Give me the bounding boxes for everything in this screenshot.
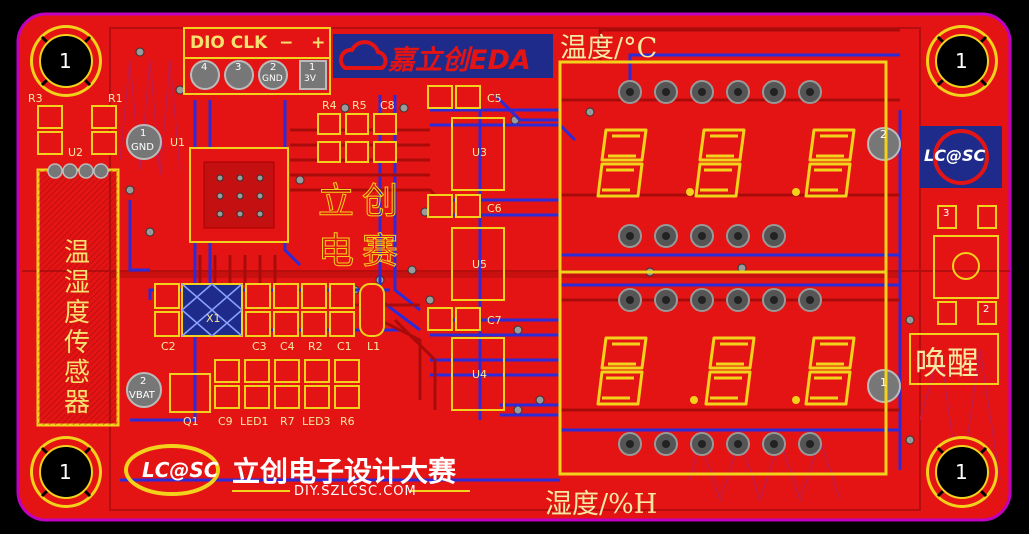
r1-label: R1	[108, 92, 123, 105]
mcu-silk-name: 立创	[317, 181, 407, 223]
r3-label: R3	[28, 92, 43, 105]
mount-hole-tr-label: 1	[955, 49, 968, 73]
c8-label: C8	[380, 99, 395, 112]
vbat-tp-num: 2	[140, 376, 147, 387]
sensor-char-6: 器	[63, 388, 90, 418]
sensor-char-1: 温	[63, 238, 90, 268]
footer-url: DIY.SZLCSC.COM	[294, 484, 417, 499]
crystal-row-pads	[154, 283, 385, 337]
c9-label: C9	[218, 415, 233, 428]
gnd-tp-num: 1	[140, 128, 147, 139]
sensor-char-4: 传	[63, 328, 90, 358]
header-connector	[183, 27, 331, 95]
right-testpoint-bottom	[867, 369, 901, 403]
q1-outline	[169, 373, 211, 413]
driver-ics	[451, 117, 505, 411]
switch-pin-2-label: 2	[983, 304, 990, 315]
footer-title: 立创电子设计大赛	[232, 455, 457, 488]
r2-label: R2	[308, 340, 323, 353]
mount-hole-bl-label: 1	[59, 460, 72, 484]
sensor-char-3: 度	[63, 298, 90, 328]
mount-hole-tr	[926, 25, 998, 97]
header-title: DIO CLK − +	[190, 33, 326, 53]
wake-switch-button[interactable]	[952, 252, 980, 280]
led3-label: LED3	[302, 415, 331, 428]
c6-label: C6	[487, 202, 502, 215]
u5-label: U5	[472, 258, 488, 271]
wake-label: 唤醒	[915, 344, 980, 382]
hum-decimal-dots	[690, 396, 800, 404]
u2-label: U2	[68, 146, 84, 159]
u4-label: U4	[472, 368, 488, 381]
temp-title: 温度/°C	[560, 33, 658, 64]
c3-label: C3	[252, 340, 267, 353]
mount-hole-br-label: 1	[955, 460, 968, 484]
sensor-char-2: 湿	[63, 268, 90, 298]
lcsc-footer-icon	[124, 444, 220, 496]
header-pin-1-num: 1	[309, 62, 316, 73]
gnd-tp-name: GND	[131, 142, 154, 153]
u1-label: U1	[170, 136, 186, 149]
r6-label: R6	[340, 415, 355, 428]
c1-label: C1	[337, 340, 352, 353]
header-pin-2-num: 2	[270, 62, 277, 73]
right-tp-top-num: 2	[880, 128, 887, 141]
hum-seven-segment-digits	[596, 336, 856, 406]
temp-seven-segment-digits	[596, 128, 856, 198]
gnd-testpoint	[126, 124, 162, 160]
c4-label: C4	[280, 340, 295, 353]
right-testpoint-top	[867, 127, 901, 161]
q1-label: Q1	[183, 415, 199, 428]
c5-label: C5	[487, 92, 502, 105]
led-row-pads	[214, 359, 360, 409]
cloud-icon	[338, 40, 388, 70]
l1-label: L1	[367, 340, 381, 353]
mcu-silk-name-2: 电赛	[317, 231, 407, 273]
mount-hole-bl	[30, 436, 102, 508]
crystal-x1	[181, 283, 243, 337]
mount-hole-br	[926, 436, 998, 508]
led1-label: LED1	[240, 415, 269, 428]
header-pin-2-name: GND	[262, 74, 283, 84]
x1-label: X1	[206, 312, 221, 325]
lcsc-badge-text: LC@SC	[924, 146, 986, 165]
header-pin-4-num: 4	[201, 62, 208, 73]
r5-label: R5	[352, 99, 367, 112]
c7-label: C7	[487, 314, 502, 327]
right-tp-bottom-num: 1	[880, 376, 887, 389]
c5-c6-c7-pads	[427, 85, 481, 331]
wake-switch[interactable]	[933, 235, 999, 299]
r4-label: R4	[322, 99, 337, 112]
c2-label: C2	[161, 340, 176, 353]
r7-label: R7	[280, 415, 295, 428]
mount-hole-tl-label: 1	[59, 49, 72, 73]
r3-r1-pads	[37, 105, 117, 155]
sensor-vertical-label: 温 湿 度 传 感 器	[60, 238, 94, 418]
vbat-tp-name: VBAT	[129, 390, 155, 401]
sensor-char-5: 感	[63, 358, 90, 388]
header-pin-1-name: 3V	[304, 74, 316, 84]
mount-hole-tl	[30, 25, 102, 97]
footer-brand: LC@SC	[142, 458, 219, 482]
header-pads	[190, 60, 327, 90]
eda-logo-text: 嘉立创EDA	[388, 45, 531, 76]
wake-label-box	[909, 333, 999, 385]
sensor-pins	[47, 163, 109, 179]
r4-r5-c8-pads	[317, 113, 397, 163]
temp-decimal-dots	[686, 188, 800, 196]
vbat-testpoint	[126, 372, 162, 408]
u3-label: U3	[472, 146, 488, 159]
hum-title: 湿度/%H	[545, 489, 658, 520]
header-pin-3-num: 3	[235, 62, 242, 73]
switch-pads	[937, 205, 997, 325]
mcu-vias	[216, 174, 264, 218]
hum-display-outline	[558, 270, 888, 476]
switch-pin-3-label: 3	[943, 208, 950, 219]
display-pin-holes	[626, 88, 814, 448]
